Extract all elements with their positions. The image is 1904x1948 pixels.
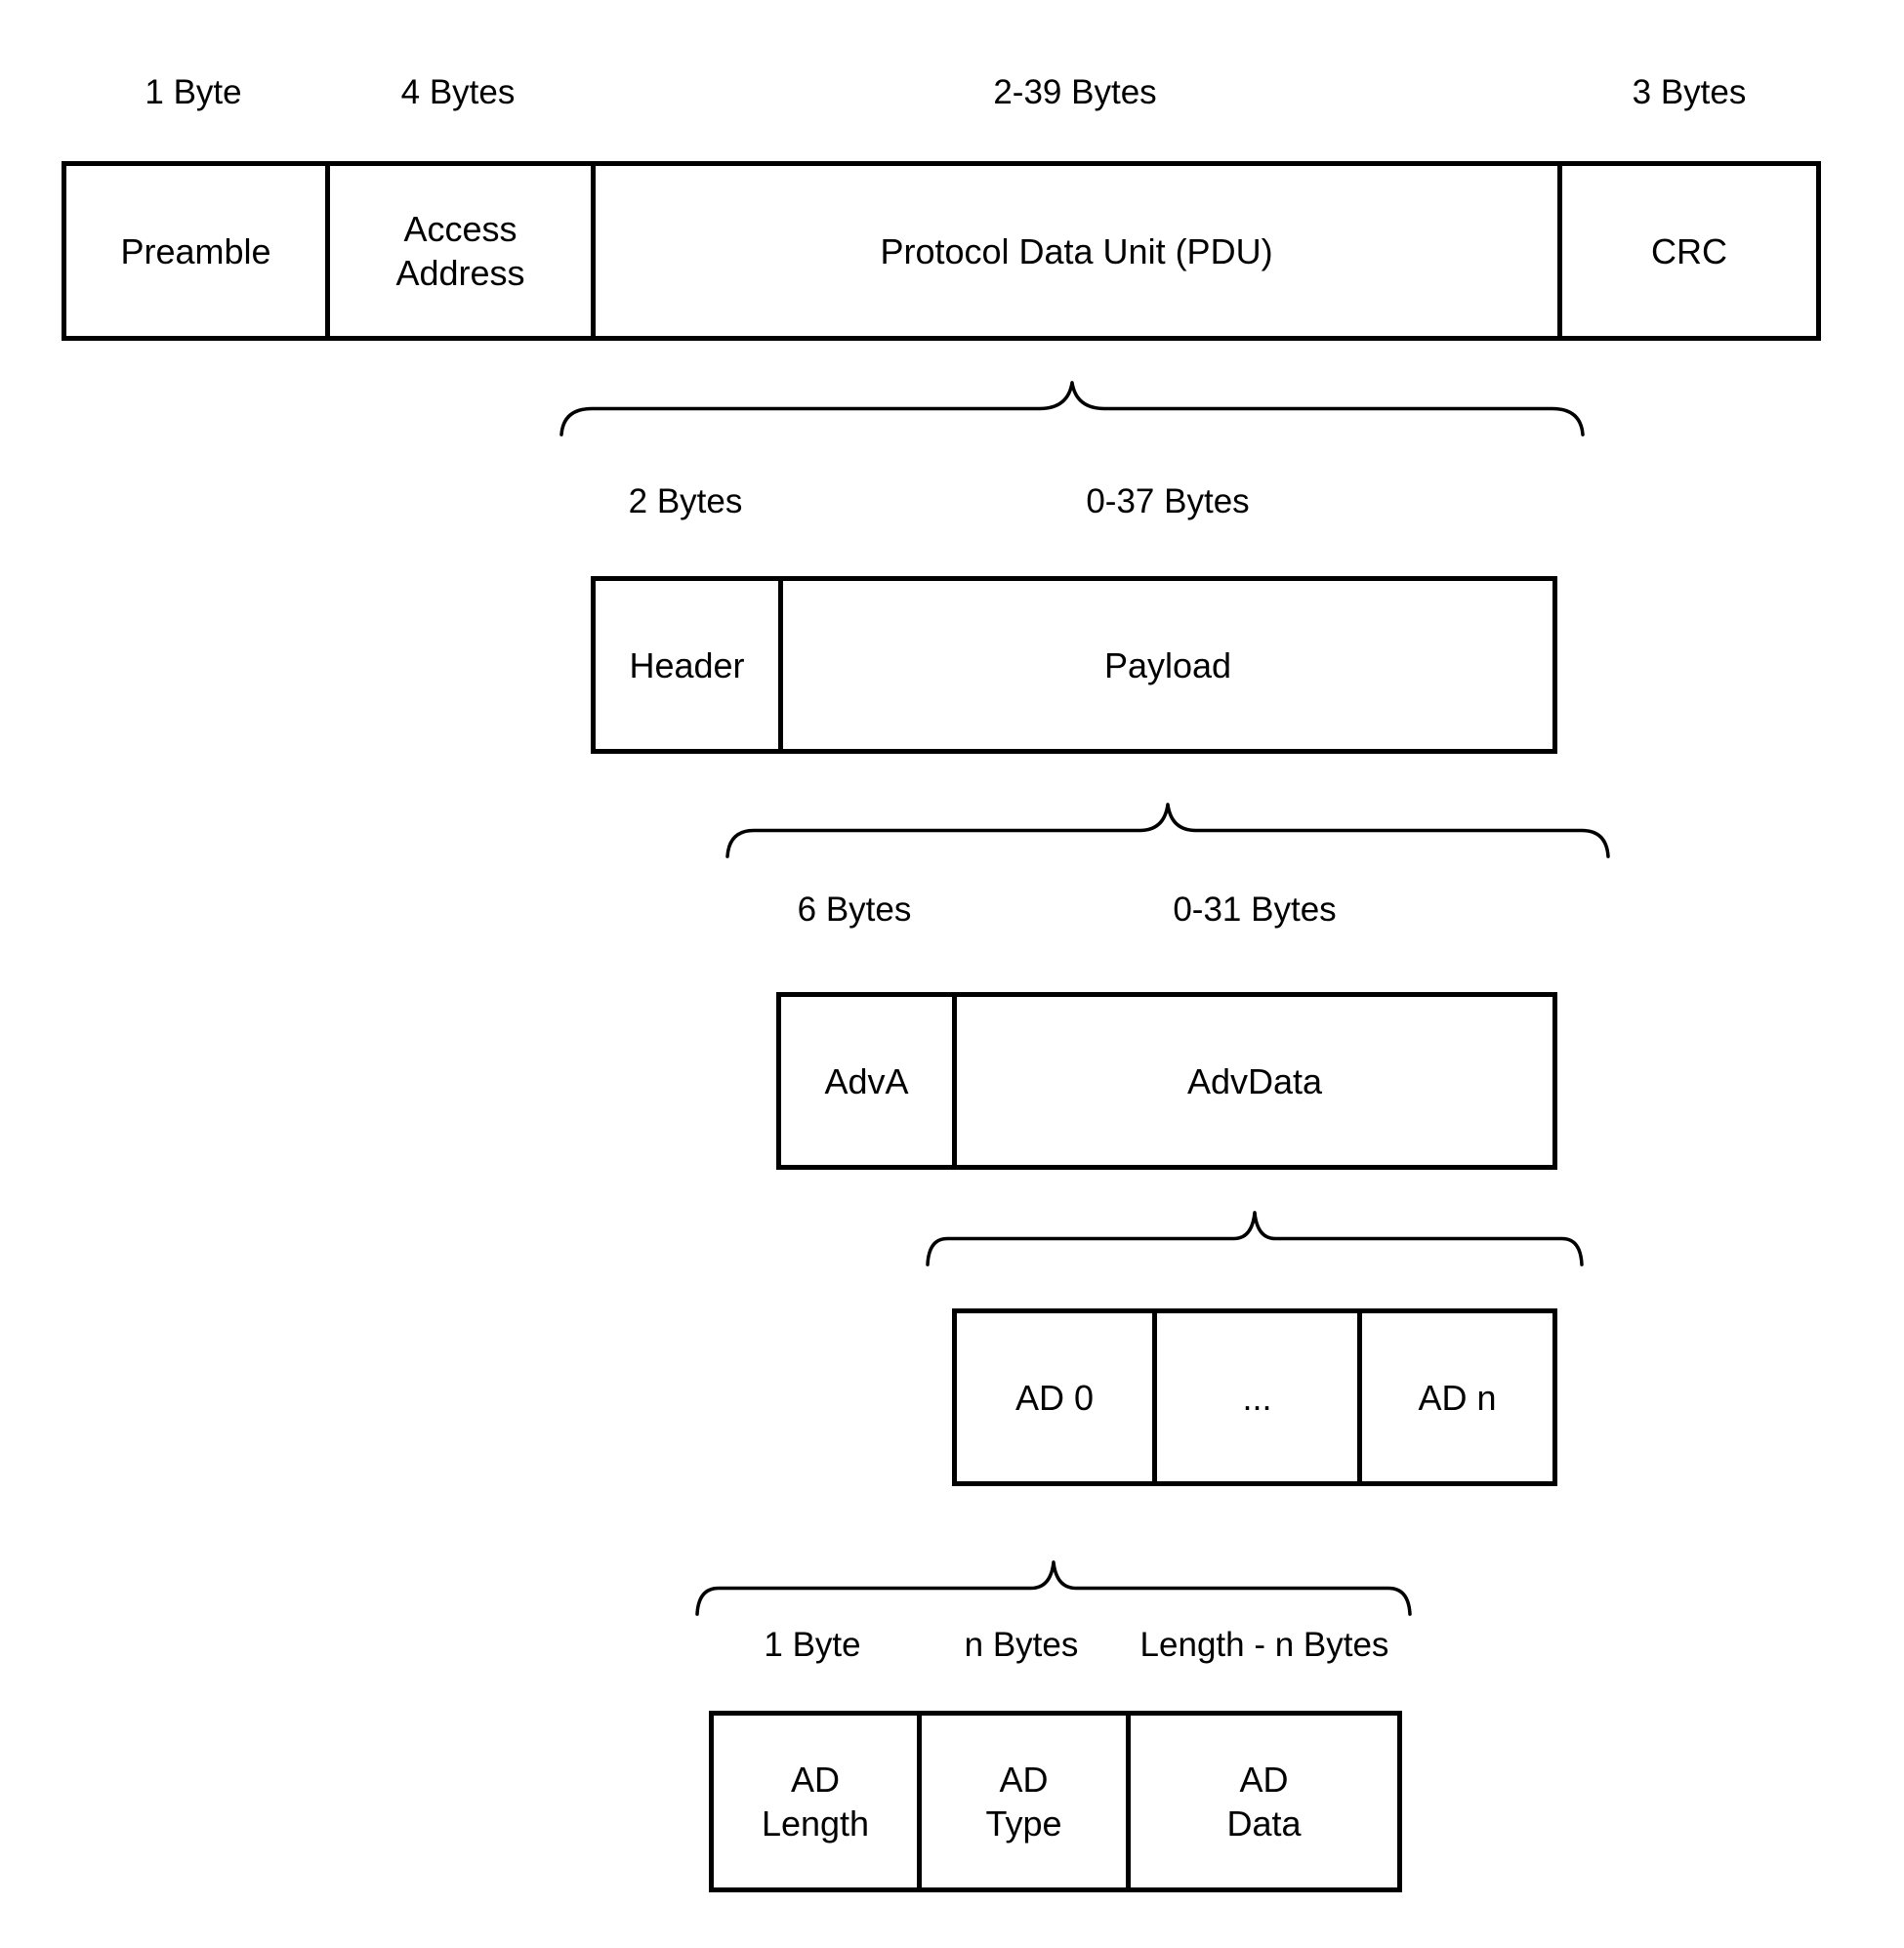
payload-label: Payload — [1103, 644, 1232, 685]
crc-label: CRC — [1651, 230, 1727, 271]
size-label-crc: 3 Bytes — [1632, 73, 1747, 111]
payload-expansion-brace — [727, 803, 1608, 858]
adn-label: AD n — [1418, 1377, 1497, 1418]
ad-length-cell: AD Length — [714, 1716, 922, 1887]
advdata-cell: AdvData — [957, 997, 1552, 1165]
advdata-expansion-brace — [928, 1211, 1582, 1266]
ad-ellipsis-cell: ... — [1157, 1313, 1362, 1481]
ad-length-label: AD Length — [761, 1760, 870, 1844]
preamble-label: Preamble — [120, 230, 271, 271]
size-label-ad-data: Length - n Bytes — [1139, 1626, 1389, 1664]
pdu-cell: Protocol Data Unit (PDU) — [596, 166, 1562, 336]
pdu-expansion-brace — [561, 381, 1583, 436]
size-label-access-address: 4 Bytes — [400, 73, 516, 111]
preamble-cell: Preamble — [66, 166, 330, 336]
access-address-cell: Access Address — [330, 166, 596, 336]
header-cell: Header — [596, 581, 783, 749]
pdu-label: Protocol Data Unit (PDU) — [880, 230, 1273, 271]
crc-cell: CRC — [1562, 166, 1816, 336]
size-label-pdu: 2-39 Bytes — [993, 73, 1157, 111]
size-label-ad-type: n Bytes — [964, 1626, 1079, 1664]
ad0-expansion-brace — [697, 1560, 1410, 1616]
header-label: Header — [629, 644, 745, 685]
ad-type-label: AD Type — [985, 1760, 1062, 1844]
packet-row: Preamble Access Address Protocol Data Un… — [62, 161, 1821, 341]
ad-ellipsis-label: ... — [1242, 1377, 1272, 1418]
size-label-adva: 6 Bytes — [797, 891, 912, 929]
access-address-label: Access Address — [395, 209, 525, 293]
size-label-ad-length: 1 Byte — [764, 1626, 861, 1664]
ad-data-label: AD Data — [1226, 1760, 1302, 1844]
payload-row: AdvA AdvData — [776, 992, 1557, 1170]
size-label-advdata: 0-31 Bytes — [1173, 891, 1337, 929]
adva-cell: AdvA — [781, 997, 957, 1165]
payload-cell: Payload — [783, 581, 1552, 749]
ad-data-cell: AD Data — [1131, 1716, 1397, 1887]
adn-cell: AD n — [1362, 1313, 1552, 1481]
size-label-header: 2 Bytes — [628, 482, 743, 520]
ad-structure-row: AD Length AD Type AD Data — [709, 1711, 1402, 1892]
size-label-payload: 0-37 Bytes — [1086, 482, 1250, 520]
size-label-preamble: 1 Byte — [145, 73, 242, 111]
advdata-row: AD 0 ... AD n — [952, 1308, 1557, 1486]
adva-label: AdvA — [824, 1060, 909, 1101]
ad-type-cell: AD Type — [922, 1716, 1131, 1887]
ad0-cell: AD 0 — [957, 1313, 1157, 1481]
ad0-label: AD 0 — [1014, 1377, 1095, 1418]
pdu-row: Header Payload — [591, 576, 1557, 754]
advdata-label: AdvData — [1186, 1060, 1323, 1101]
